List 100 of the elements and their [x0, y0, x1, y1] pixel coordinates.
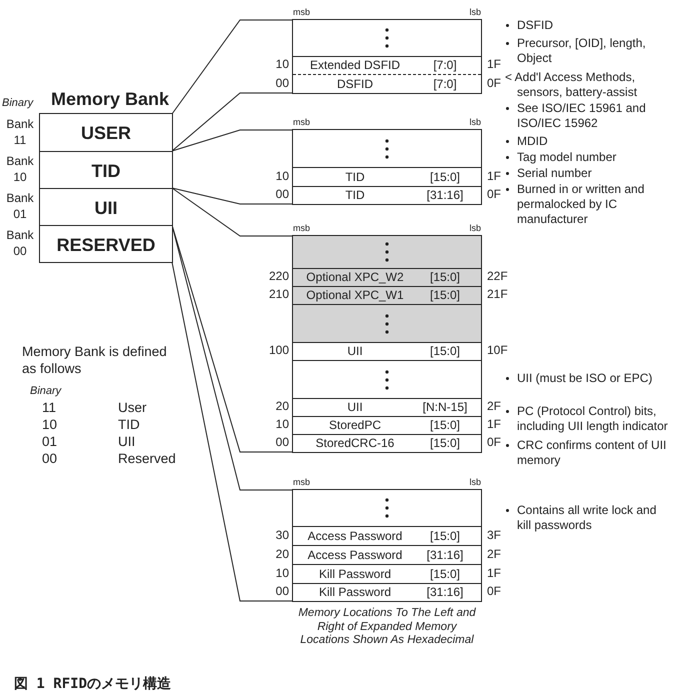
address-label: 100: [268, 343, 289, 357]
binary-code: 00: [42, 450, 58, 467]
memory-map: [292, 235, 482, 453]
field-name: UII: [347, 400, 363, 414]
field-name: UII: [347, 344, 363, 358]
address-label: 1F: [487, 417, 502, 431]
bit-range: [31:16]: [426, 188, 464, 202]
caption: 図 1 RFIDのメモリ構造: [14, 675, 172, 693]
address-label: 0F: [487, 187, 502, 201]
field-name: Extended DSFID: [310, 58, 400, 72]
bit-order-label: msb: [293, 477, 310, 488]
bullet-text: Precursor, [OID], length, Object: [517, 36, 647, 66]
bit-order-label: lsb: [469, 7, 481, 18]
field-name: Access Password: [308, 548, 402, 562]
memory-map: [292, 129, 482, 205]
bit-range: [15:0]: [430, 170, 460, 184]
axis-title: Binary: [2, 96, 34, 111]
memory-map: [292, 19, 482, 94]
address-label: 0F: [487, 435, 502, 449]
bit-range: [15:0]: [430, 566, 460, 580]
memory-row: [293, 416, 481, 434]
binary-code: 01: [42, 433, 58, 450]
memory-row: [293, 74, 481, 93]
heading: Memory Bank: [50, 88, 170, 110]
bit-range: [N:N-15]: [422, 400, 468, 414]
connector-line: [172, 262, 294, 602]
address-label: 210: [268, 287, 289, 301]
address-label: 00: [276, 584, 289, 598]
memory-map: [292, 489, 482, 602]
memory-row: [293, 268, 481, 286]
bit-range: [15:0]: [430, 436, 460, 450]
bank-name-text: UII: [118, 433, 136, 450]
bullet-text: DSFID: [517, 18, 554, 33]
address-label: 00: [276, 76, 289, 90]
bit-range: [31:16]: [426, 585, 464, 599]
bullet-text: Serial number: [517, 166, 593, 181]
address-label: 10: [276, 168, 289, 182]
bullet-text: Burned in or written and permalocked by IC manufacturer: [517, 182, 646, 227]
field-name: Optional XPC_W1: [306, 288, 404, 302]
bank-name-text: TID: [118, 416, 141, 433]
memory-row: [293, 236, 481, 268]
bank-number-label: Bank 11: [5, 116, 35, 148]
address-label: 3F: [487, 528, 502, 542]
field-name: TID: [345, 170, 365, 184]
connector-line: [172, 20, 294, 114]
field-name: TID: [345, 188, 365, 202]
note-text: < Add'l Access Methods, sensors, battery-assist: [505, 70, 638, 100]
bank-name-text: Reserved: [118, 450, 177, 467]
field-name: StoredCRC-16: [316, 436, 394, 450]
address-label: 10F: [487, 343, 508, 357]
address-label: 30: [276, 528, 289, 542]
address-label: 10: [276, 417, 289, 431]
bank-name: TID: [92, 161, 120, 181]
address-label: 10: [276, 566, 289, 580]
bit-range: [15:0]: [430, 418, 460, 432]
bit-range: [7:0]: [433, 76, 457, 90]
address-label: 22F: [487, 269, 508, 283]
binary-code: 10: [42, 416, 58, 433]
address-label: 1F: [487, 566, 502, 580]
bit-range: [31:16]: [426, 548, 464, 562]
address-label: 20: [276, 546, 289, 560]
memory-row: [293, 186, 481, 204]
memory-row: [293, 526, 481, 545]
bullet-text: See ISO/IEC 15961 and ISO/IEC 15962: [517, 101, 647, 131]
bit-order-label: msb: [293, 7, 310, 18]
address-label: 2F: [487, 399, 502, 413]
memory-row: [293, 56, 481, 74]
memory-row: [293, 434, 481, 452]
bit-range: [15:0]: [430, 270, 460, 284]
memory-row: [293, 398, 481, 416]
address-label: 2F: [487, 546, 502, 560]
memory-bank-table: [39, 113, 173, 263]
bit-range: [15:0]: [430, 528, 460, 542]
address-label: 00: [276, 187, 289, 201]
bullet-text: PC (Protocol Control) bits, including UII length indicator: [517, 404, 669, 434]
bit-order-label: lsb: [469, 477, 481, 488]
bit-order-label: lsb: [469, 223, 481, 234]
bullet-text: MDID: [517, 134, 549, 149]
address-label: 1F: [487, 57, 502, 71]
memory-row: [293, 286, 481, 304]
bank-number-label: Bank 00: [5, 227, 35, 259]
bank-name: RESERVED: [56, 235, 156, 255]
field-name: DSFID: [337, 76, 373, 90]
bullet-text: UII (must be ISO or EPC): [517, 371, 654, 386]
connector-line: [172, 188, 294, 204]
bank-name: UII: [94, 198, 118, 218]
bullet-text: Tag model number: [517, 150, 618, 165]
bit-range: [15:0]: [430, 344, 460, 358]
memory-row: [293, 167, 481, 186]
bit-range: [15:0]: [430, 288, 460, 302]
field-name: StoredPC: [328, 418, 382, 432]
bank-name: USER: [81, 123, 131, 143]
bullet-text: CRC confirms content of UII memory: [517, 438, 668, 468]
memory-row: [293, 545, 481, 564]
field-name: Kill Password: [318, 585, 392, 599]
bit-order-label: lsb: [469, 117, 481, 128]
figure-note: Memory Locations To The Left and Right of Expanded Memory Locations Shown As Hexadecimal: [297, 607, 477, 648]
bank-name-text: User: [118, 399, 148, 416]
field-name: Kill Password: [318, 566, 392, 580]
address-label: 00: [276, 435, 289, 449]
